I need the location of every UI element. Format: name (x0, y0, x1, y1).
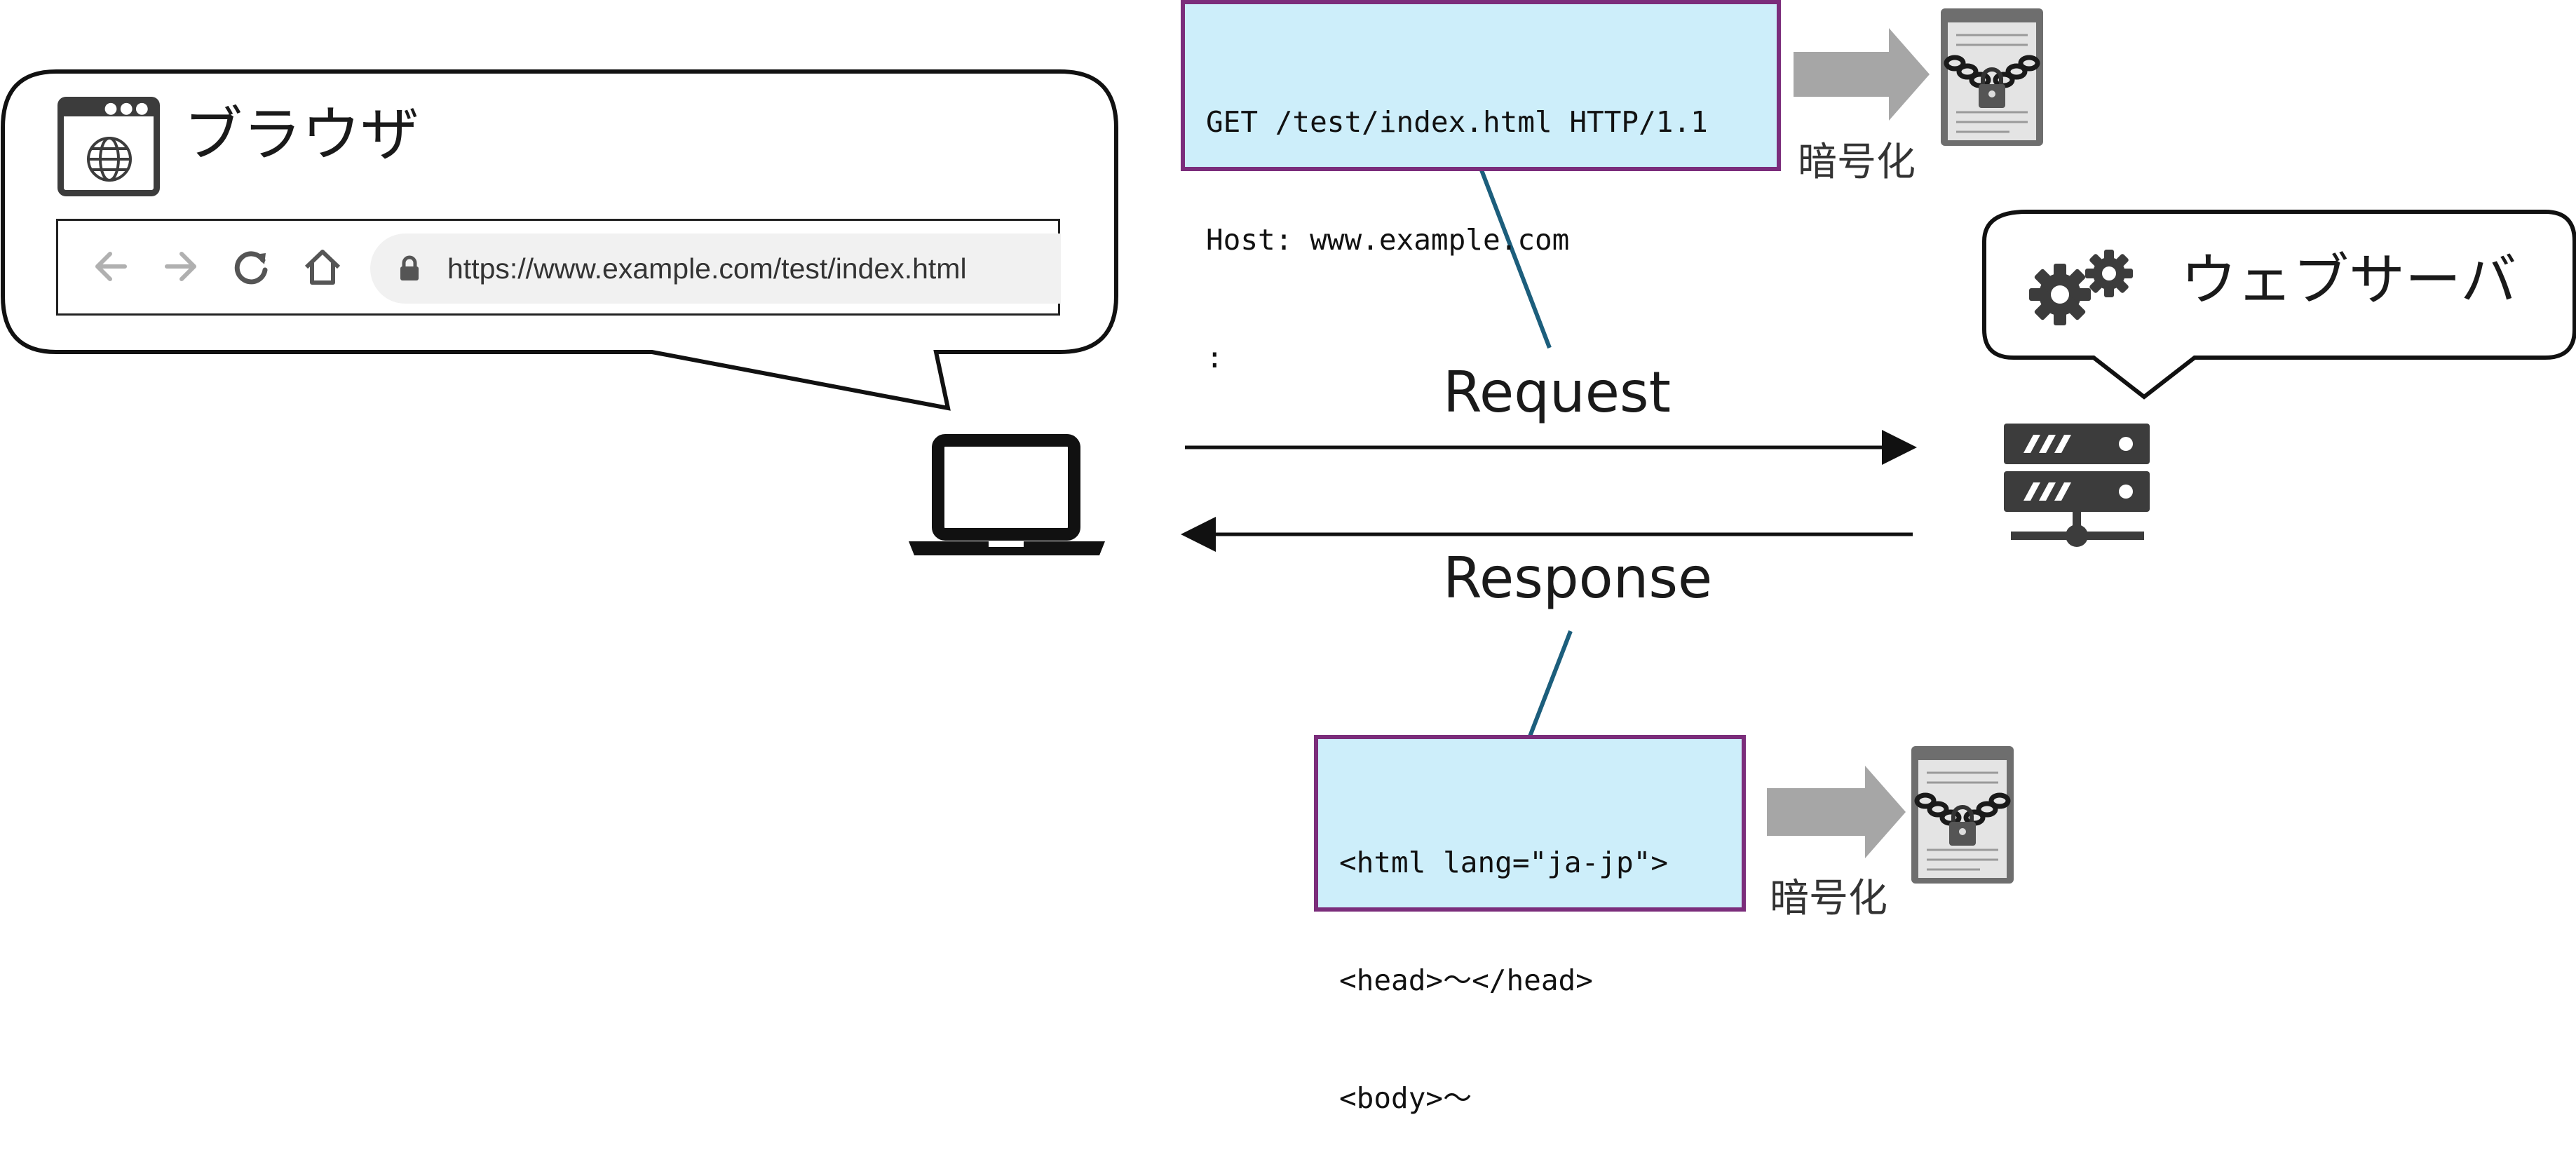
response-encryption-label: 暗号化 (1770, 876, 1887, 921)
home-icon[interactable] (298, 242, 347, 291)
encrypted-document-icon (1941, 8, 2043, 146)
response-connector-line (1528, 630, 1573, 738)
request-message-box: GET /test/index.html HTTP/1.1 Host: www.… (1181, 0, 1781, 374)
forward-arrow-icon[interactable] (156, 242, 205, 291)
address-bar[interactable]: https://www.example.com/test/index.html (56, 219, 1061, 316)
browser-title: ブラウザ (184, 100, 420, 169)
url-text: https://www.example.com/test/index.html (447, 252, 967, 285)
laptop-icon (909, 434, 1105, 555)
response-encrypt-arrow (1767, 766, 1906, 858)
request-connector-line (1479, 167, 1552, 349)
request-label: Request (1443, 360, 1671, 425)
back-arrow-icon[interactable] (86, 242, 135, 291)
request-encryption-label: 暗号化 (1798, 140, 1916, 185)
encrypted-document-icon (1911, 746, 2014, 884)
window-dots-icon: ●●● (104, 100, 151, 117)
response-line: <head>〜</head> (1339, 963, 1593, 997)
response-line: <body>〜 (1339, 1081, 1472, 1115)
request-line: Host: www.example.com (1206, 223, 1570, 257)
reload-icon[interactable] (226, 242, 276, 291)
browser-window-icon: ●●● (57, 97, 160, 196)
response-message-box: <html lang="ja-jp"> <head>〜</head> <body… (1314, 735, 1746, 1115)
server-title: ウェブサーバ (2181, 248, 2517, 313)
response-label: Response (1443, 546, 1713, 611)
request-line: : (1206, 341, 1223, 374)
gears-icon (2029, 250, 2133, 325)
server-speech-bubble (1982, 210, 2576, 400)
server-rack-icon (2004, 424, 2150, 547)
request-line: GET /test/index.html HTTP/1.1 (1206, 105, 1708, 139)
url-field[interactable]: https://www.example.com/test/index.html (370, 234, 1061, 304)
lock-icon (400, 255, 419, 280)
request-encrypt-arrow (1794, 28, 1930, 121)
response-line: <html lang="ja-jp"> (1339, 846, 1668, 879)
globe-icon (87, 137, 132, 182)
